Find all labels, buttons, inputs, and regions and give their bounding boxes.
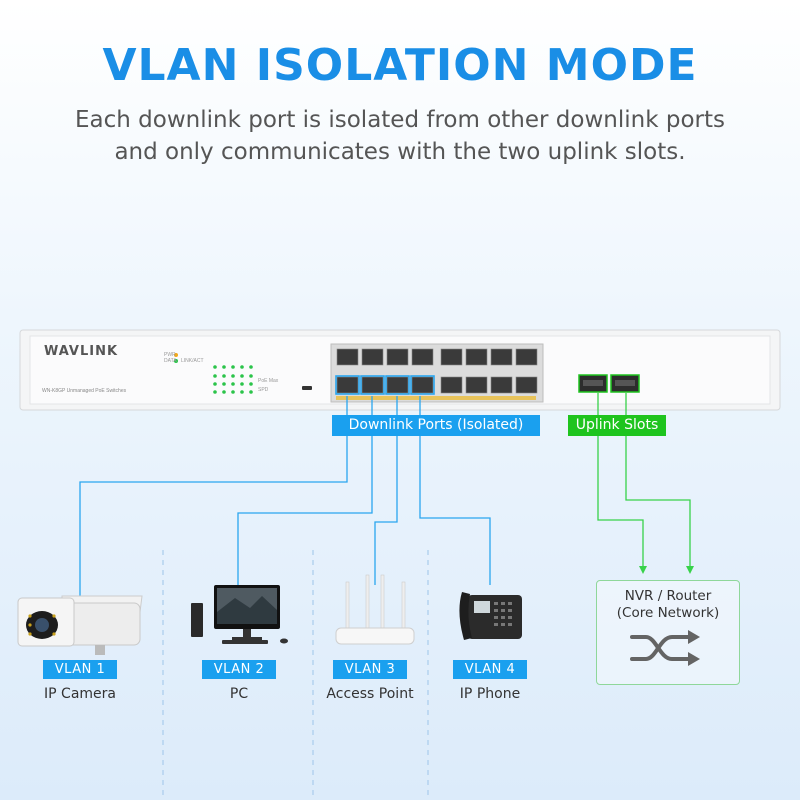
led-label-poe-max: PoE Max: [258, 378, 279, 384]
reset-button[interactable]: [302, 386, 312, 390]
core-network-box: NVR / Router (Core Network): [596, 580, 740, 685]
uplink-slots-label: Uplink Slots: [568, 415, 666, 436]
switch-brand-logo: WAVLINK: [44, 344, 119, 359]
device-name-ip-phone: IP Phone: [459, 686, 521, 702]
core-line-1: NVR / Router: [624, 588, 712, 604]
device-name-ip-camera: IP Camera: [44, 686, 116, 702]
vlan-2-badge: VLAN 2: [202, 660, 276, 679]
vlan-1-badge: VLAN 1: [43, 660, 117, 679]
downlink-ports: [335, 348, 538, 400]
poe-switch: [19, 329, 781, 411]
led-label-link: LINK/ACT: [181, 358, 204, 364]
subtitle-line-2: and only communicates with the two uplin…: [114, 139, 686, 165]
pc-icon: [191, 585, 288, 644]
device-name-pc: PC: [229, 686, 249, 702]
vlan-4-badge: VLAN 4: [453, 660, 527, 679]
led-label-data: DATA: [164, 358, 177, 364]
device-name-access-point: Access Point: [326, 686, 414, 702]
vlan-3-badge: VLAN 3: [333, 660, 407, 679]
shuffle-icon: [630, 630, 700, 666]
subtitle-line-1: Each downlink port is isolated from othe…: [75, 107, 725, 133]
device-separators: [162, 550, 429, 800]
page-subtitle: Each downlink port is isolated from othe…: [0, 104, 800, 168]
led-panel: [174, 353, 253, 394]
switch-model-text: WN-K8GP Unmanaged PoE Switches: [42, 388, 127, 394]
ip-camera-icon: [17, 595, 143, 655]
led-label-spd: SPD: [258, 387, 269, 393]
sfp-uplink-slots: [578, 374, 640, 393]
core-line-2: (Core Network): [616, 605, 720, 621]
downlink-connections: [79, 396, 491, 598]
access-point-icon: [335, 574, 415, 645]
ip-phone-icon: [459, 592, 522, 640]
uplink-connections: [597, 393, 694, 574]
led-label-pwr: PWR: [164, 352, 176, 358]
downlink-ports-label: Downlink Ports (Isolated): [332, 415, 540, 436]
page-title: VLAN ISOLATION MODE: [102, 40, 698, 91]
